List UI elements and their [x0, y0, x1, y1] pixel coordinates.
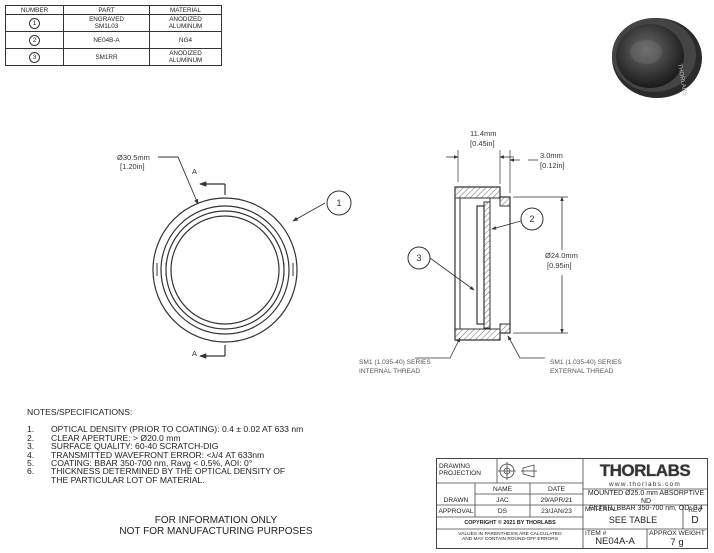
drawn-date: 29/APR/21 — [540, 497, 573, 504]
projection-symbol-icon — [498, 462, 537, 480]
projection-line1: DRAWING — [439, 463, 471, 470]
item-bubble: 1 — [29, 17, 40, 29]
note-number: 6. — [27, 466, 35, 477]
front-diameter-metric: Ø30.5mm — [117, 153, 150, 162]
callout-2: 2 — [529, 214, 534, 224]
title-block-grid — [437, 459, 707, 548]
note-number: 5. — [27, 458, 35, 469]
section-label-bottom: A — [192, 349, 197, 358]
row-number-cell: 3 — [5, 48, 64, 66]
title-block: DRAWING PROJECTION NAME DATE DRAWN JAC 2… — [436, 458, 708, 549]
note-text: THICKNESS DETERMINED BY THE OPTICAL DENS… — [51, 466, 286, 485]
description-line1: MOUNTED Ø25.0 mm ABSORPTIVE ND — [587, 490, 705, 505]
description-line2: FILTER, BBAR 350-700 nm, OD: 0.4 — [589, 505, 703, 513]
item-value: NE04A-A — [595, 536, 635, 547]
note-number: 3. — [27, 441, 35, 452]
parts-table-header: NUMBER PART MATERIAL — [5, 5, 222, 15]
approval-name: DS — [497, 508, 508, 515]
weight-label: APPROX WEIGHT — [649, 530, 705, 537]
rev-label: REV — [688, 507, 702, 514]
projection-line2: PROJECTION — [439, 470, 481, 477]
section-view — [407, 150, 568, 359]
list-item: 4. TRANSMITTED WAVEFRONT ERROR: <λ/4 AT 6… — [27, 449, 387, 460]
thorlabs-logo: THORLABS — [583, 460, 707, 482]
note-number: 4. — [27, 449, 35, 460]
company-url: www.thorlabs.com — [609, 481, 681, 488]
part-line: SM1L03 — [94, 23, 119, 30]
external-thread-line1: SM1 (1.035-40) SERIES — [550, 359, 622, 366]
values-note: VALUES IN PARENTHESIS ARE CALCULATED AND… — [437, 532, 583, 543]
list-item: 3. SURFACE QUALITY: 60-40 SCRATCH-DIG — [27, 441, 387, 452]
product-photo: THORLABS — [612, 18, 702, 98]
part-description: MOUNTED Ø25.0 mm ABSORPTIVE ND FILTER, B… — [585, 490, 707, 513]
step-imperial: [0.12in] — [540, 161, 565, 170]
section-label-top: A — [192, 167, 197, 176]
info-line1: FOR INFORMATION ONLY — [154, 515, 278, 526]
step-metric: 3.0mm — [540, 151, 563, 160]
front-view — [152, 156, 352, 359]
drawn-label: DRAWN — [443, 497, 469, 504]
note-text: TRANSMITTED WAVEFRONT ERROR: <λ/4 AT 633… — [51, 449, 265, 460]
table-row: 2 NE04B-A NG4 — [5, 31, 222, 49]
date-header: DATE — [547, 486, 566, 493]
approval-label: APPROVAL — [438, 508, 474, 515]
rev-value: D — [691, 515, 699, 526]
part-line: ENGRAVED — [89, 16, 124, 23]
values-note-line1: VALUES IN PARENTHESIS ARE CALCULATED — [458, 532, 562, 537]
material-label: MATERIAL — [585, 506, 618, 513]
drawn-name: JAC — [496, 497, 509, 504]
note-text: SURFACE QUALITY: 60-40 SCRATCH-DIG — [51, 441, 219, 452]
list-item: 5. COATING: BBAR 350-700 nm, Ravg < 0.5%,… — [27, 458, 387, 469]
width-imperial: [0.45in] — [470, 139, 495, 148]
internal-thread-line1: SM1 (1.035-40) SERIES — [359, 359, 431, 366]
engraving-text: THORLABS — [676, 63, 688, 96]
weight-value: 7 g — [670, 537, 684, 548]
notes-title: NOTES/SPECIFICATIONS: — [27, 407, 133, 417]
part-line: SM1RR — [95, 53, 118, 61]
note-text: COATING: BBAR 350-700 nm, Ravg < 0.5%, A… — [51, 458, 253, 469]
note-text: CLEAR APERTURE: > Ø20.0 mm — [51, 432, 181, 443]
material-line: NG4 — [179, 36, 192, 44]
external-thread-line2: EXTERNAL THREAD — [550, 368, 614, 375]
callout-1: 1 — [336, 198, 341, 208]
list-item: 2. CLEAR APERTURE: > Ø20.0 mm — [27, 432, 387, 443]
front-diameter-imperial: [1.20in] — [120, 162, 145, 171]
name-header: NAME — [492, 486, 513, 493]
list-item: 6. THICKNESS DETERMINED BY THE OPTICAL DE… — [27, 467, 387, 484]
note-number: 1. — [27, 424, 35, 435]
info-line2: NOT FOR MANUFACTURING PURPOSES — [119, 526, 313, 537]
part-line: NE04B-A — [93, 36, 120, 44]
values-note-line2: AND MAY CONTAIN ROUND-OFF ERRORS — [462, 537, 558, 543]
material-value: SEE TABLE — [608, 515, 658, 525]
material-line: ANODIZED — [169, 50, 202, 57]
drawing-projection-label: DRAWING PROJECTION — [439, 463, 483, 477]
material-line: ANODIZED — [169, 16, 202, 23]
dia-imperial: [0.95in] — [547, 261, 572, 270]
logo-text: THORLABS — [599, 461, 691, 480]
width-metric: 11.4mm — [470, 129, 497, 138]
dia-metric: Ø24.0mm — [545, 251, 578, 260]
callout-3: 3 — [416, 253, 421, 263]
item-label: ITEM # — [585, 530, 607, 537]
information-disclaimer: FOR INFORMATION ONLY NOT FOR MANUFACTURI… — [96, 515, 336, 537]
notes-section: NOTES/SPECIFICATIONS: 1. OPTICAL DENSITY … — [27, 407, 387, 484]
internal-thread-line2: INTERNAL THREAD — [359, 368, 420, 375]
material-line: ALUMINUM — [168, 23, 203, 30]
copyright: COPYRIGHT © 2021 BY THORLABS — [464, 520, 556, 526]
item-bubble: 3 — [29, 51, 40, 63]
note-number: 2. — [27, 432, 35, 443]
approval-date: 23/JAN/23 — [541, 508, 572, 515]
list-item: 1. OPTICAL DENSITY (PRIOR TO COATING): 0.… — [27, 424, 387, 435]
item-bubble: 2 — [29, 34, 40, 46]
material-line: ALUMINUM — [168, 57, 203, 64]
note-text: OPTICAL DENSITY (PRIOR TO COATING): 0.4 … — [51, 424, 304, 435]
